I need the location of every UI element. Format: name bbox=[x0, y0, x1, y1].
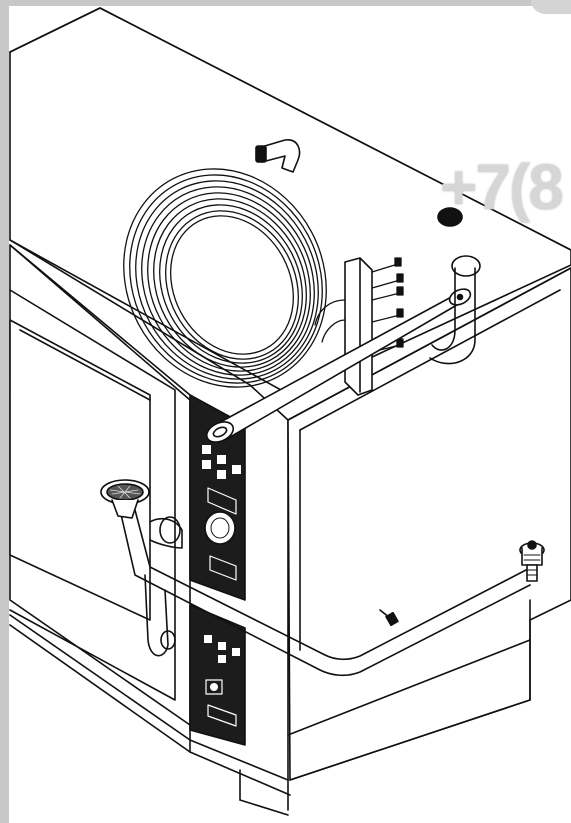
viewer-frame-top bbox=[0, 0, 571, 6]
side-fitting bbox=[379, 609, 399, 627]
viewer-frame-left bbox=[0, 0, 9, 823]
control-panel-upper bbox=[189, 394, 246, 601]
drain-pipe bbox=[119, 509, 531, 677]
return-pipe bbox=[429, 267, 476, 365]
coiled-hose bbox=[123, 168, 327, 388]
viewer-frame-tab bbox=[531, 0, 571, 14]
oven-body bbox=[9, 7, 571, 816]
control-panel-lower bbox=[189, 604, 246, 746]
elbow-fitting bbox=[255, 139, 301, 173]
water-inlet-valve bbox=[519, 540, 545, 582]
watermark-text: +7(8 bbox=[440, 151, 564, 223]
drain-strainer bbox=[100, 479, 150, 519]
